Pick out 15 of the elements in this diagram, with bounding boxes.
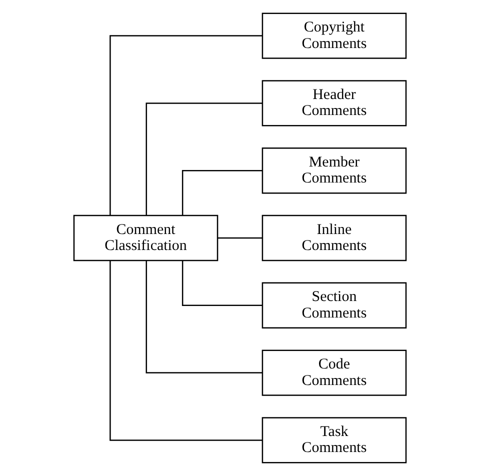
node-box: Copyright Comments <box>262 12 407 59</box>
node-box: Code Comments <box>262 350 407 396</box>
connector <box>182 260 262 306</box>
connector <box>218 237 262 239</box>
connector <box>182 170 262 216</box>
connector <box>146 260 262 374</box>
node-box: Inline Comments <box>262 214 407 262</box>
connector <box>110 35 262 216</box>
node-box: Task Comments <box>262 417 407 464</box>
node-box: Header Comments <box>262 80 407 126</box>
node-box: Member Comments <box>262 148 407 194</box>
connector <box>146 102 262 216</box>
node-box: Section Comments <box>262 282 407 328</box>
connector <box>110 260 262 441</box>
node-box: Comment Classification <box>73 214 218 262</box>
